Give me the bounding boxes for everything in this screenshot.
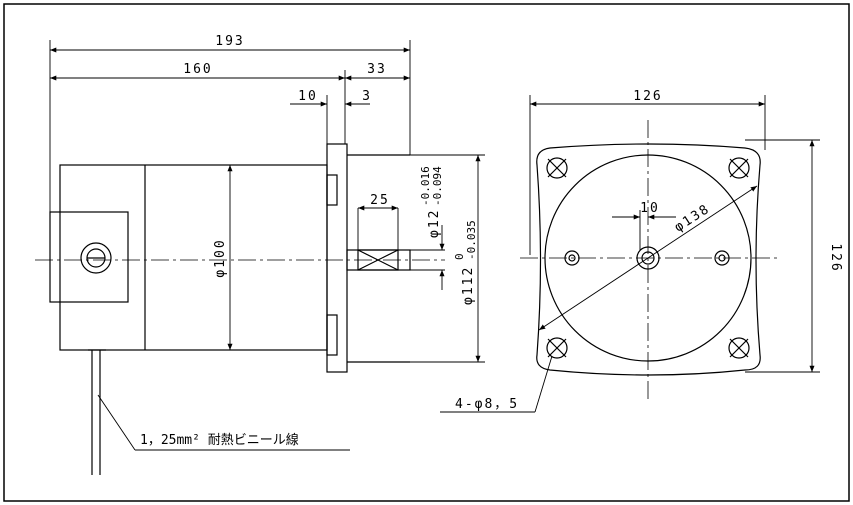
pilot-diameter-callout: φ112 0 -0.035 bbox=[453, 220, 478, 305]
dim-phi100: φ100 bbox=[213, 238, 228, 277]
drawing-border bbox=[3, 3, 850, 502]
dim-phi112: φ112 bbox=[461, 266, 476, 305]
terminal-box bbox=[49, 211, 129, 303]
shaft-diameter-callout: φ12 -0.016 -0.094 bbox=[419, 166, 444, 238]
mount-hole-top-right bbox=[728, 157, 750, 179]
lead-wire-grommet bbox=[80, 242, 112, 274]
mount-hole-bottom-right bbox=[728, 337, 750, 359]
dim-33: 33 bbox=[367, 62, 387, 77]
dim-126-width: 126 bbox=[633, 89, 662, 104]
dim-126-height: 126 bbox=[828, 243, 843, 272]
dim-10-side: 10 bbox=[298, 89, 318, 104]
front-view bbox=[536, 143, 761, 376]
lead-wire-spec: 1，25mm² 耐熱ビニール線 bbox=[140, 432, 299, 448]
mount-hole-bottom-left bbox=[546, 337, 568, 359]
dim-phi12: φ12 bbox=[427, 209, 442, 238]
dim-10-front: 10 bbox=[640, 201, 660, 216]
tol-shaft-lower: -0.094 bbox=[431, 166, 444, 206]
tol-pilot-lower: -0.035 bbox=[465, 220, 478, 260]
front-dimension-lines bbox=[440, 95, 820, 413]
dim-mount-holes: 4-φ8，5 bbox=[455, 397, 519, 412]
side-dimension-lines bbox=[49, 40, 485, 451]
mount-hole-top-left bbox=[546, 157, 568, 179]
dim-3: 3 bbox=[362, 89, 372, 104]
dim-160: 160 bbox=[183, 62, 212, 77]
tol-pilot-upper: 0 bbox=[453, 253, 466, 260]
dim-25: 25 bbox=[370, 193, 390, 208]
dim-193: 193 bbox=[215, 34, 244, 49]
dim-phi138: φ138 bbox=[672, 201, 713, 235]
flange-outline bbox=[536, 143, 761, 376]
tol-shaft-upper: -0.016 bbox=[419, 166, 432, 206]
